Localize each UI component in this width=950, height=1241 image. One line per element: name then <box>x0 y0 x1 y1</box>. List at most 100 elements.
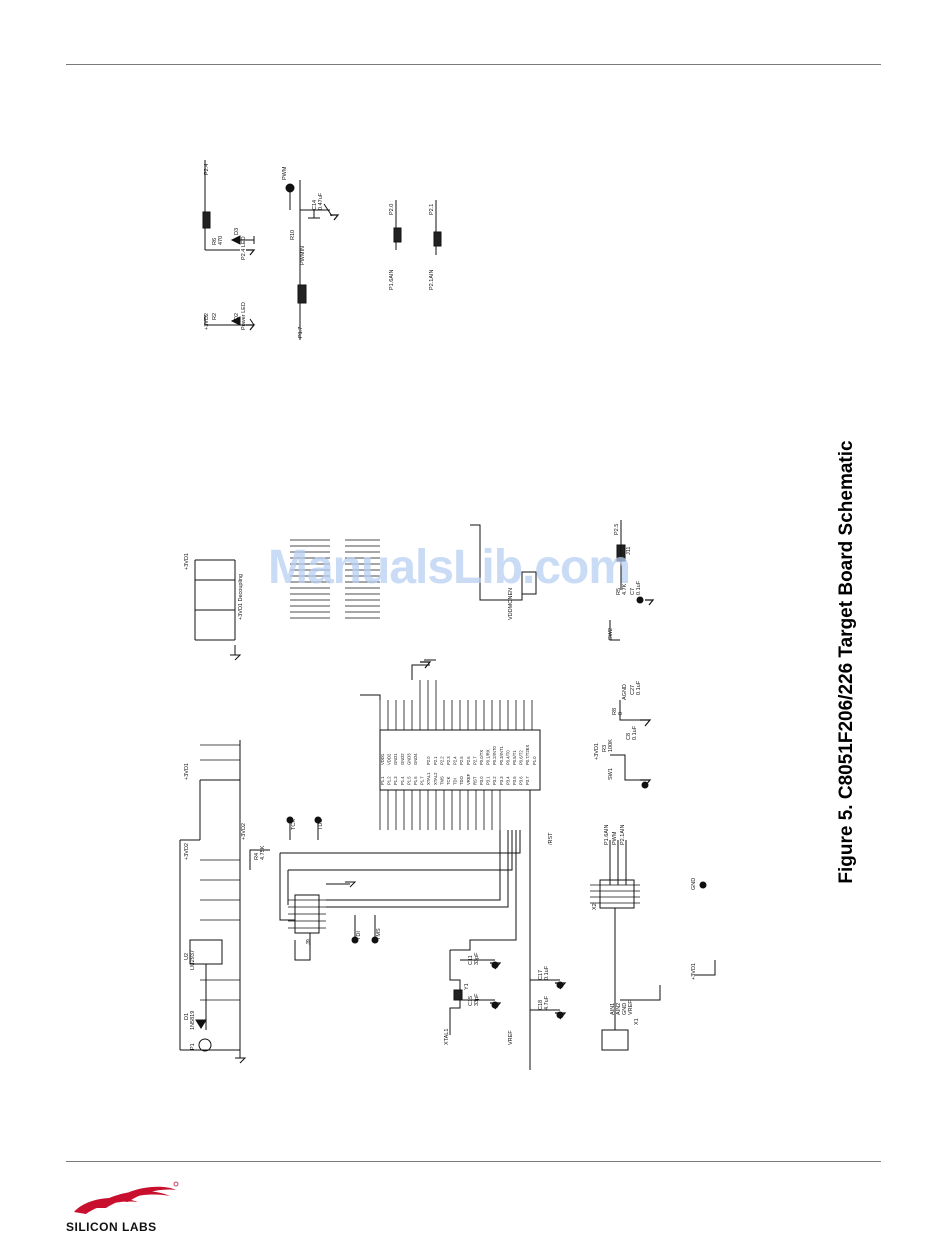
mcu-pin-label: P3.5 <box>512 776 517 785</box>
mcu-pin-label: P0.2/INT0 <box>492 745 497 765</box>
silicon-labs-logo-icon <box>74 1181 179 1214</box>
mcu-pin-label: GND1 <box>393 753 398 765</box>
mcu-pin-label: P3.4 <box>505 776 510 785</box>
mcu-pin-label: XTAL1 <box>426 772 431 785</box>
mcu-pin-label: P1.6 <box>413 776 418 785</box>
label-3vd2-top: +3VD2 <box>204 313 210 330</box>
label-d2: D2 <box>234 313 240 320</box>
mcu-pin-label: P1.0 <box>532 756 537 765</box>
label-c27: C27 <box>630 685 636 695</box>
mcu-pin-label: P3.6 <box>519 776 524 785</box>
mcu-pin-label: P3.2 <box>492 776 497 785</box>
label-rst: /RST <box>548 832 554 845</box>
label-c18-value: 4.7uF <box>544 995 550 1010</box>
label-c17: C17 <box>538 970 544 980</box>
figure-caption: Figure 5. C8051F206/226 Target Board Sch… <box>836 440 857 884</box>
label-1n5819: 1N5819 <box>190 1011 196 1030</box>
label-j7-top: P2.1 <box>429 204 435 215</box>
label-c7: C7 <box>630 588 636 595</box>
label-c8-value: 0.1uF <box>632 725 638 740</box>
mcu-pin-label: VDD2 <box>387 753 392 765</box>
label-j11: J11 <box>626 547 632 555</box>
mcu-pin-label: P2.4 <box>453 756 458 765</box>
label-p24: P2.4 <box>204 164 210 175</box>
label-vref: VREF <box>508 1030 514 1045</box>
label-r8: R8 <box>612 708 618 715</box>
label-c11-value: 33pF <box>474 952 480 965</box>
mcu-pin-label: P0.3/INT1 <box>499 745 504 765</box>
mcu-pin-label: TCK <box>446 776 451 785</box>
mcu-pin-label: XTAL2 <box>433 772 438 785</box>
mcu-pin-label: RST <box>472 776 477 785</box>
label-r6: R6 <box>212 238 218 245</box>
label-d3-led: P2.4 LED <box>241 236 247 260</box>
label-r10: R10 <box>290 230 296 240</box>
brand-name: SILICON LABS <box>66 1220 157 1234</box>
label-c17-value: 0.1uF <box>544 965 550 980</box>
mcu-pin-label: GND3 <box>406 753 411 765</box>
label-tck: TCK <box>291 819 297 830</box>
mcu-pin-label: P1.4 <box>400 776 405 785</box>
label-p21ain: P2.1AIN <box>620 824 626 845</box>
mcu-pin-label: GND2 <box>400 753 405 765</box>
label-jtag-net: +3VD2 <box>241 823 247 840</box>
mcu-pin-label: P1.7 <box>420 776 425 785</box>
mcu-pin-label: P2.2 <box>439 756 444 765</box>
label-r8-value: 0 <box>618 712 624 715</box>
label-c14: C14 <box>312 200 318 210</box>
mcu-pin-label: GND4 <box>413 753 418 765</box>
label-sw2: SW2 <box>608 628 614 640</box>
label-j4-bottom: P1.6AIN <box>389 269 395 290</box>
mcu-pin-label: VDD1 <box>380 753 385 765</box>
mcu-pin-label: TMS <box>439 776 444 785</box>
label-gnd2: GND <box>691 878 697 890</box>
mcu-pin-label: P0.7/T2EX <box>525 745 530 765</box>
label-r2: R2 <box>212 313 218 320</box>
mcu-pin-label: P3.3 <box>499 776 504 785</box>
label-p25: P2.5 <box>614 524 620 535</box>
label-c15-value: 33pF <box>474 993 480 1006</box>
label-r5: R5 <box>616 588 622 595</box>
mcu-pin-label: TDO <box>459 775 464 785</box>
label-3vd1-dec-net: +3VD1 <box>184 553 190 570</box>
label-y1: Y1 <box>464 983 470 990</box>
mcu-pin-label: VREF <box>466 773 471 785</box>
label-p17: P1.7 <box>298 327 304 338</box>
mcu-pin-label: P3.1 <box>486 776 491 785</box>
label-reset-3vd1: +3VD1 <box>594 743 600 760</box>
label-agnd: AGND <box>622 684 628 700</box>
label-r6-value: 470 <box>218 236 224 245</box>
mcu-pin-label: P0.4/T0 <box>505 750 510 765</box>
label-j9: J9 <box>306 939 312 945</box>
label-hdr-3vd1: +3VD1 <box>691 963 697 980</box>
mcu-pin-label: P2.5 <box>459 756 464 765</box>
mcu-pin-label: P0.1/RX <box>486 749 491 765</box>
label-c27-value: 0.1uF <box>636 680 642 695</box>
label-x1: X1 <box>634 1018 640 1025</box>
label-p16ain: P1.6AIN <box>604 824 610 845</box>
mcu-pin-label: P2.0 <box>426 756 431 765</box>
mcu-pin-label: P1.2 <box>387 776 392 785</box>
label-pwm: PWM <box>282 166 288 180</box>
bottom-rule <box>66 1161 881 1162</box>
label-xtal1: XTAL1 <box>444 1029 450 1045</box>
label-3vd1-decoupling: +3VD1 Decoupling <box>238 574 244 620</box>
label-c18: C18 <box>538 1000 544 1010</box>
mcu-pin-label: P0.5/T1 <box>512 750 517 765</box>
label-j4-top: P2.0 <box>389 204 395 215</box>
mcu-pin-label: P2.1 <box>433 756 438 765</box>
label-ain2: AIN2 <box>616 1003 622 1015</box>
mcu-pin-label: P1.1 <box>380 776 385 785</box>
label-c7-value: 0.1uF <box>636 580 642 595</box>
label-ain1: AIN1 <box>610 1003 616 1015</box>
label-r3: R3 <box>602 745 608 752</box>
label-r4: R4 <box>254 853 260 860</box>
mcu-pin-label: P3.7 <box>525 776 530 785</box>
label-x2: X2 <box>592 903 598 910</box>
label-vddmonen: VDDMONEN <box>508 588 514 620</box>
label-power-led: Power LED <box>241 302 247 330</box>
label-hdr-gnd: GND <box>622 1003 628 1015</box>
label-ps-3vd1: +3VD1 <box>184 763 190 780</box>
mcu-pin-label: P1.3 <box>393 776 398 785</box>
